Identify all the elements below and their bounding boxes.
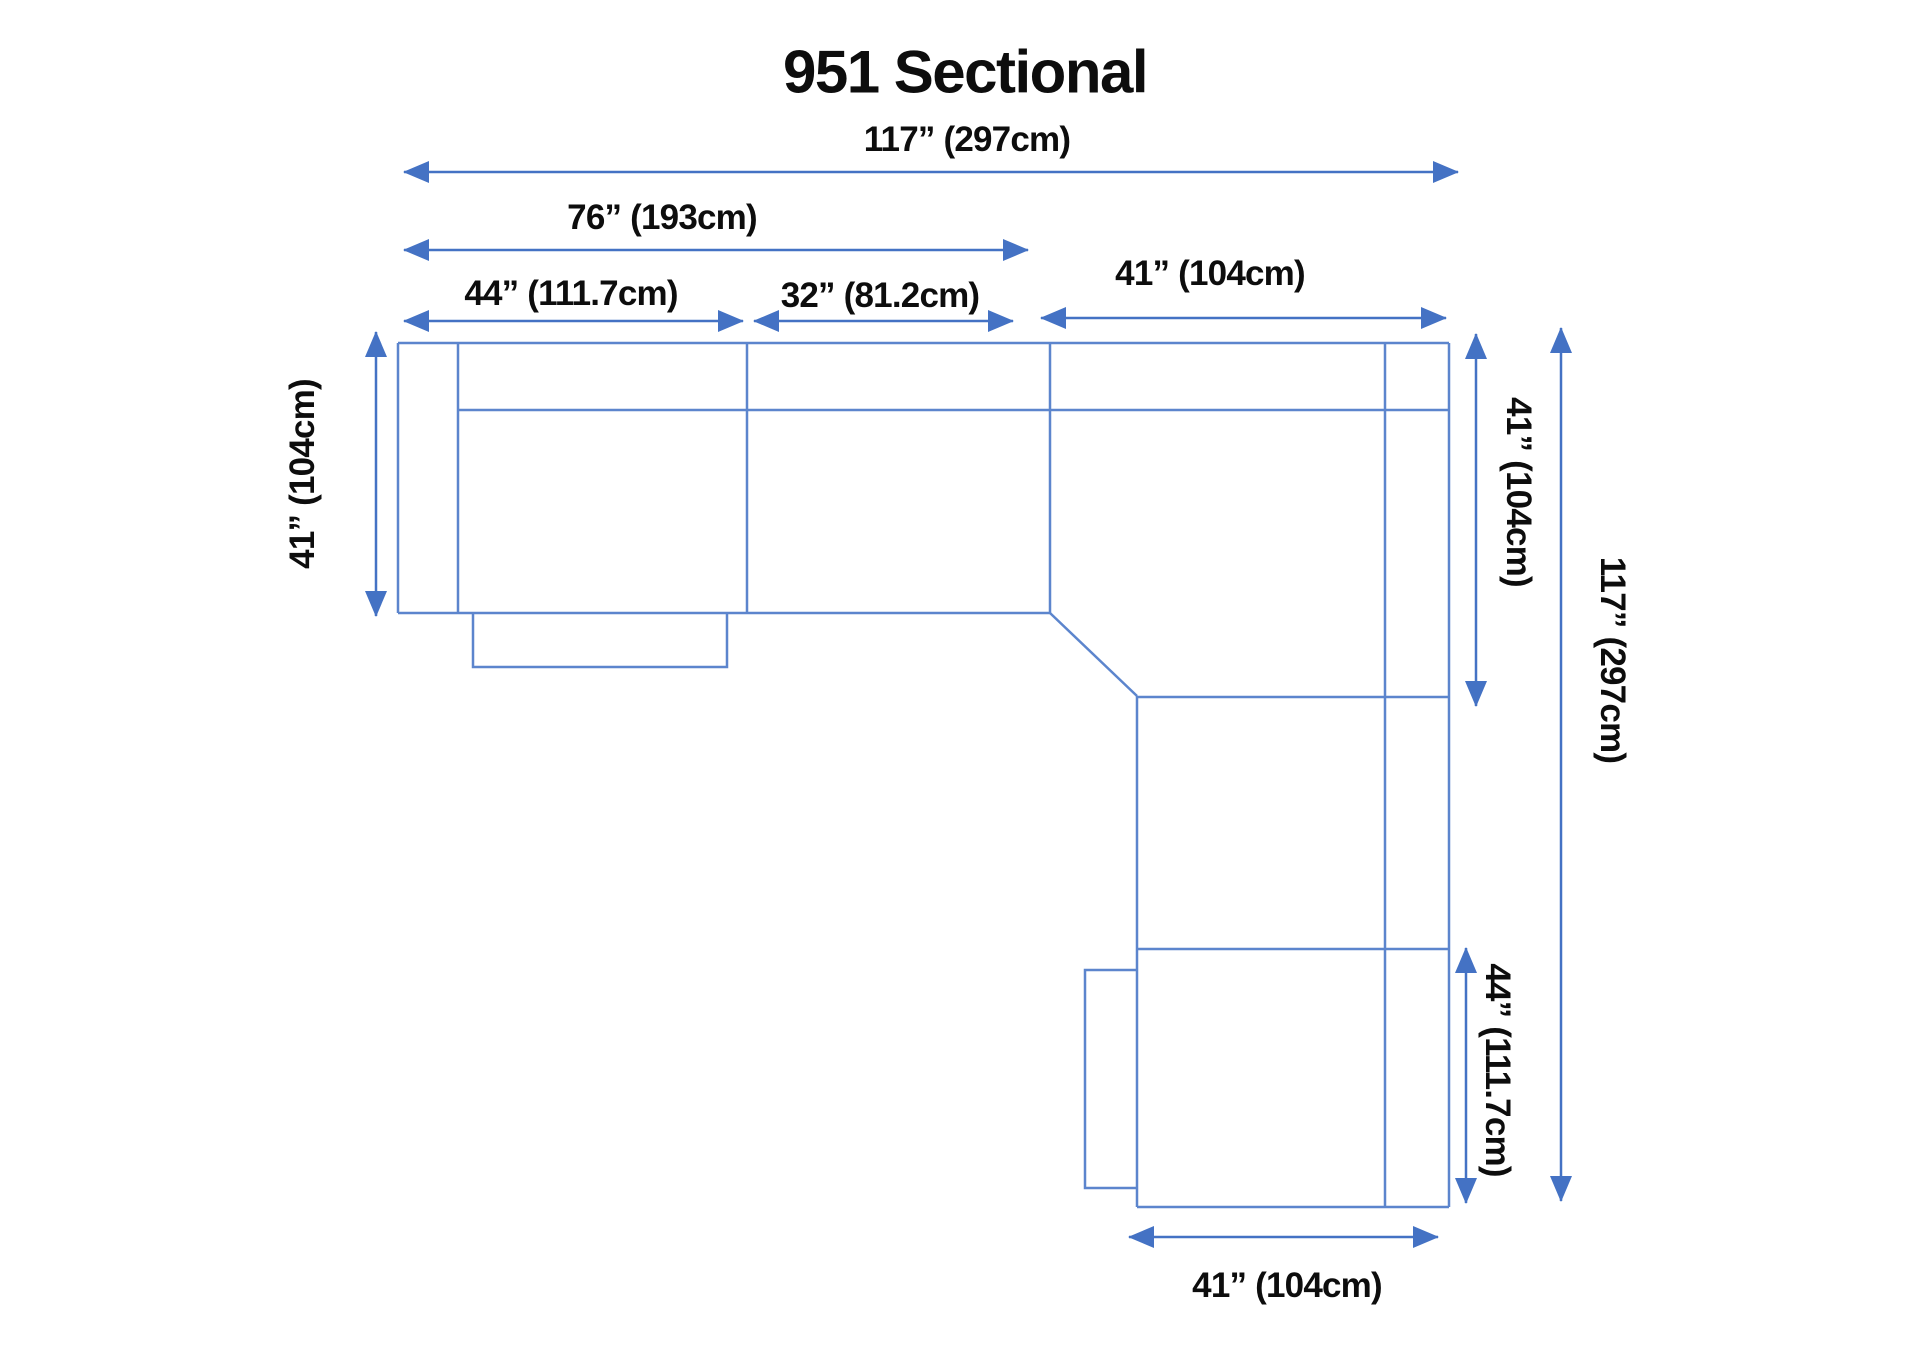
page-title: 951 Sectional [782,38,1149,106]
dim-label-left-depth: 41” (104cm) [283,379,322,569]
dim-label-right-corner-depth: 41” (104cm) [1499,397,1538,587]
dim-label-bottom-width: 41” (104cm) [1192,1266,1382,1305]
dim-label-left-pair-width: 76” (193cm) [567,198,757,237]
dim-label-corner-top: 41” (104cm) [1115,254,1305,293]
dim-label-chaise-length: 44” (111.7cm) [1478,963,1517,1177]
dimension-arrows [365,161,1572,1248]
dim-label-overall-width: 117” (297cm) [863,120,1071,159]
corner-diagonal [1049,612,1138,697]
bottom-footrest [1083,968,1137,1190]
sofa-outline [396,341,1451,1209]
left-footrest [471,613,729,669]
dim-label-overall-height: 117” (297cm) [1593,556,1632,764]
dim-label-seat-32: 32” (81.2cm) [780,276,980,315]
dim-label-seat-44: 44” (111.7cm) [464,274,678,313]
